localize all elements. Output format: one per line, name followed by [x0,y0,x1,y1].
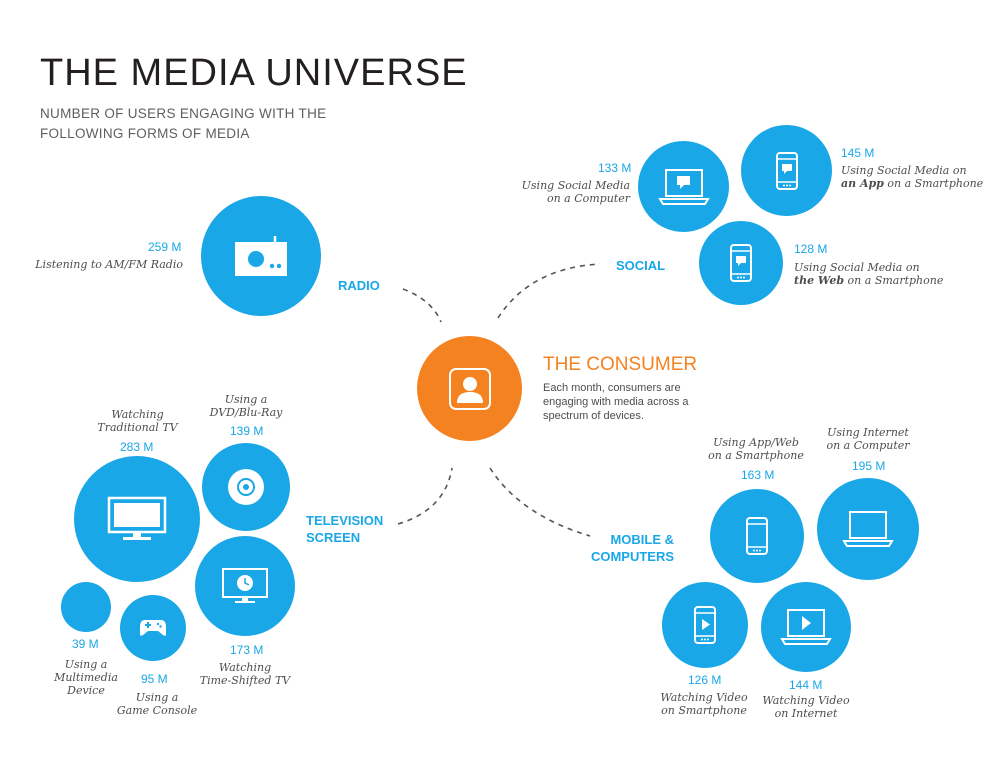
app-web-phone-circle [710,489,804,583]
dvd-value: 139 M [230,424,264,438]
smartphone-icon [746,517,768,555]
connector-social [497,263,601,319]
radio-value: 259 M [148,240,182,254]
time-shifted-circle [195,536,295,636]
laptop-chat-icon [657,168,710,205]
social-web-value: 128 M [794,242,828,256]
radio-icon [235,236,287,276]
multimedia-value: 39 M [72,637,99,651]
internet-computer-label: Using Internet on a Computer [826,426,910,452]
connector-tv [397,467,453,525]
consumer-title: THE CONSUMER [543,354,698,375]
category-mobile: MOBILE & COMPUTERS [590,532,674,564]
person-icon [448,367,491,410]
game-console-value: 95 M [141,672,168,686]
traditional-tv-label: Watching Traditional TV [97,408,178,434]
social-app-circle [741,125,832,216]
connector-mobile [489,467,591,537]
consumer-description: Each month, consumers are engaging with … [543,382,689,422]
consumer-circle [417,336,522,441]
internet-computer-circle [817,478,919,580]
category-tv: TELEVISION SCREEN [306,513,384,545]
smartphone-chat-icon [775,151,798,190]
internet-computer-value: 195 M [852,459,886,473]
time-shifted-label: Watching Time-Shifted TV [199,661,291,687]
social-web-label: Using Social Media on the Web on a Smart… [794,261,944,287]
game-console-label: Using a Game Console [116,691,198,717]
multimedia-label: Using a Multimedia Device [54,658,118,697]
game-console-circle [120,595,186,661]
video-internet-label: Watching Video on Internet [762,694,850,720]
tv-icon [107,496,167,540]
social-computer-value: 133 M [598,161,632,175]
social-app-value: 145 M [841,146,875,160]
dvd-label: Using a DVD/Blu-Ray [209,393,283,419]
time-shifted-value: 173 M [230,643,264,657]
category-radio: RADIO [338,278,380,293]
disc-icon [228,469,264,505]
laptop-play-icon [780,609,832,645]
video-phone-circle [662,582,748,668]
social-computer-circle [638,141,729,232]
tv-clock-icon [222,568,268,603]
video-phone-value: 126 M [688,673,722,687]
app-web-phone-label: Using App/Web on a Smartphone [708,436,804,462]
social-computer-label: Using Social Media on a Computer [521,179,630,205]
radio-circle [201,196,321,316]
category-social: SOCIAL [616,258,666,273]
social-app-label: Using Social Media on an App on a Smartp… [841,164,984,190]
smartphone-chat-icon [730,244,752,282]
smartphone-play-icon [694,606,716,644]
dvd-circle [202,443,290,531]
page-subtitle: NUMBER OF USERS ENGAGING WITH THE FOLLOW… [40,106,327,141]
page-title: THE MEDIA UNIVERSE [40,52,468,94]
app-web-phone-value: 163 M [741,468,775,482]
laptop-icon [842,511,894,547]
gamepad-icon [140,620,166,636]
connector-radio [402,288,442,323]
traditional-tv-circle [74,456,200,582]
multimedia-circle [61,582,111,632]
radio-label: Listening to AM/FM Radio [35,258,183,271]
video-internet-circle [761,582,851,672]
social-web-circle [699,221,783,305]
video-internet-value: 144 M [789,678,823,692]
video-phone-label: Watching Video on Smartphone [660,691,748,717]
traditional-tv-value: 283 M [120,440,154,454]
